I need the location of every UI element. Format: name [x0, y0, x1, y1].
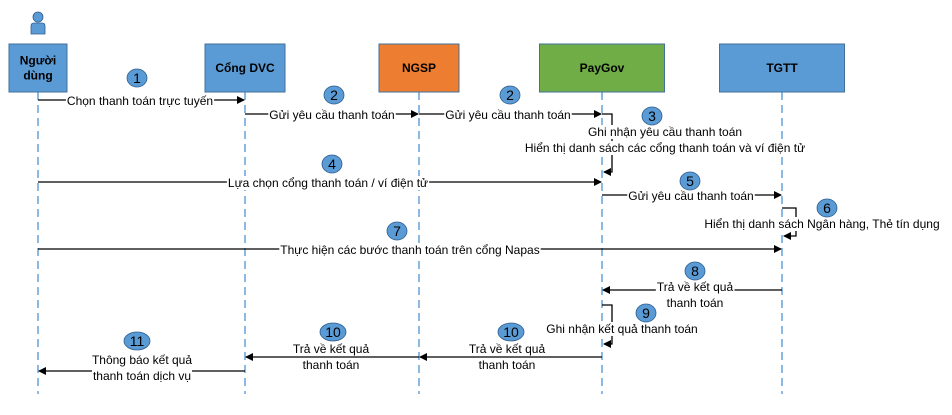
message-label: thanh toán — [303, 358, 360, 372]
message-label: Ghi nhận kết quả thanh toán — [546, 322, 697, 336]
step-number: 3 — [648, 108, 656, 124]
step-badge: 4 — [321, 154, 343, 174]
step-badge: 2 — [499, 85, 521, 105]
message-label: thanh toán — [667, 296, 724, 310]
message-3: Gửi yêu cầu thanh toán 2 — [419, 85, 602, 122]
actor-box — [8, 43, 68, 93]
message-1: Chọn thanh toán trực tuyến 1 — [38, 68, 245, 108]
message-11: Trả về kết quả thanh toán 10 — [419, 322, 602, 372]
step-badge: 3 — [641, 106, 663, 126]
step-badge: 6 — [816, 198, 838, 218]
message-label: Gửi yêu cầu thanh toán — [269, 108, 394, 122]
step-number: 2 — [330, 87, 338, 103]
label-background — [703, 217, 941, 231]
person-icon — [30, 11, 46, 35]
step-badge: 11 — [123, 331, 151, 351]
step-number: 2 — [506, 87, 514, 103]
actor-tgtt: TGTT — [719, 43, 845, 93]
message-label: Hiển thị danh sách các cổng thanh toán v… — [525, 141, 805, 155]
step-badge: 8 — [684, 261, 706, 281]
step-badge: 2 — [323, 85, 345, 105]
label-background — [268, 108, 396, 122]
message-2: Gửi yêu cầu thanh toán 2 — [245, 85, 419, 122]
label-background — [586, 125, 744, 139]
message-label: Ghi nhận yêu cầu thanh toán — [588, 125, 742, 139]
message-5: Lựa chọn cổng thanh toán / ví điện tử 4 — [38, 154, 602, 190]
step-badge: 5 — [679, 171, 701, 191]
message-9: Trả về kết quả thanh toán 8 — [602, 261, 782, 310]
actor-label: Người — [20, 54, 57, 68]
actor-box — [719, 43, 845, 93]
message-label: Gửi yêu cầu thanh toán — [445, 108, 570, 122]
step-number: 4 — [328, 156, 336, 172]
message-label: Gửi yêu cầu thanh toán — [628, 189, 753, 203]
label-background — [655, 280, 735, 294]
step-badge: 7 — [386, 221, 408, 241]
step-number: 7 — [393, 223, 401, 239]
message-label: Hiển thị danh sách Ngân hàng, Thẻ tín dụ… — [704, 217, 939, 231]
step-number: 10 — [325, 324, 341, 340]
step-badge: 9 — [635, 303, 657, 323]
actor-box — [378, 43, 460, 93]
message-label: Trả về kết quả — [469, 342, 546, 356]
label-background — [467, 342, 547, 356]
actor-dvc: Cổng DVC — [204, 43, 286, 93]
message-12: Trả về kết quả thanh toán 10 — [245, 322, 419, 372]
step-badge: 10 — [497, 322, 525, 342]
message-label: Chọn thanh toán trực tuyến — [67, 94, 213, 108]
message-13: Thông báo kết quả thanh toán dịch vụ 11 — [38, 331, 245, 383]
message-label: Lựa chọn cổng thanh toán / ví điện tử — [228, 176, 428, 190]
actor-box — [539, 43, 665, 93]
step-number: 6 — [823, 200, 831, 216]
step-number: 9 — [642, 305, 650, 321]
actor-label: PayGov — [580, 61, 625, 75]
actor-label: TGTT — [766, 61, 798, 75]
label-background — [627, 189, 755, 203]
label-background — [279, 243, 541, 257]
step-number: 5 — [686, 173, 694, 189]
actor-label: Cổng DVC — [215, 61, 275, 75]
label-background — [291, 342, 371, 356]
actor-label: dùng — [23, 69, 52, 83]
actor-ngsp: NGSP — [378, 43, 460, 93]
step-number: 11 — [130, 333, 145, 349]
message-7: Hiển thị danh sách Ngân hàng, Thẻ tín dụ… — [703, 198, 941, 240]
actor-box — [204, 43, 286, 93]
label-background — [91, 369, 193, 383]
label-background — [523, 141, 807, 155]
label-background — [301, 358, 361, 372]
label-background — [444, 108, 572, 122]
message-label: thanh toán — [479, 358, 536, 372]
label-background — [545, 322, 699, 336]
message-label: thanh toán dịch vụ — [93, 369, 191, 383]
step-badge: 10 — [319, 322, 347, 342]
step-number: 1 — [133, 70, 141, 86]
message-label: Trả về kết quả — [293, 342, 370, 356]
step-badge: 1 — [126, 68, 148, 88]
label-background — [226, 176, 430, 190]
label-background — [90, 353, 194, 367]
label-background — [477, 358, 537, 372]
actor-paygov: PayGov — [539, 43, 665, 93]
label-background — [65, 94, 215, 108]
step-number: 10 — [503, 324, 519, 340]
message-label: Thông báo kết quả — [92, 353, 192, 367]
message-8: Thực hiện các bước thanh toán trên cổng … — [38, 221, 782, 257]
message-label: Trả về kết quả — [657, 280, 734, 294]
message-label: Thực hiện các bước thanh toán trên cổng … — [280, 243, 539, 257]
step-number: 8 — [691, 263, 699, 279]
actor-label: NGSP — [402, 61, 436, 75]
label-background — [665, 296, 725, 310]
